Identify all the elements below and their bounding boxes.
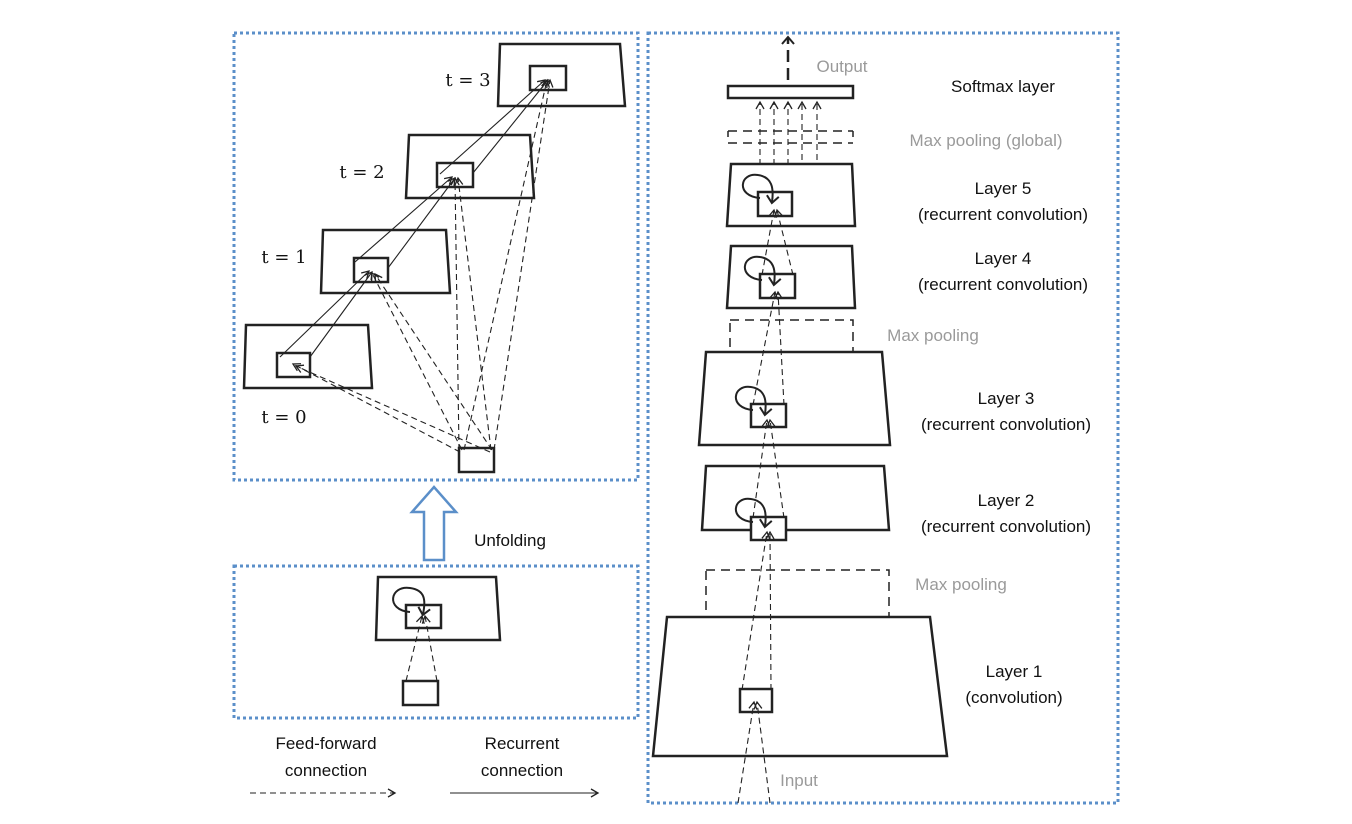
unfolding-label: Unfolding	[474, 531, 546, 550]
feedforward-connection	[374, 272, 493, 451]
unfolded-rcl: t = 3 t = 2 t = 1 t = 0	[242, 42, 627, 474]
feedforward-connection	[463, 78, 550, 451]
time-label-t2: t = 2	[339, 162, 384, 183]
layer2-unit	[749, 515, 788, 542]
layer5-title: Layer 5	[975, 179, 1032, 198]
input-label: Input	[780, 771, 818, 790]
layer4-title: Layer 4	[975, 249, 1032, 268]
layer1-subtitle: (convolution)	[965, 688, 1062, 707]
layer4-unit	[758, 272, 797, 300]
recurrent-loop	[392, 586, 431, 617]
layer2-subtitle: (recurrent convolution)	[921, 517, 1091, 536]
layer3-unit	[749, 402, 788, 429]
global-pool-label: Max pooling (global)	[909, 131, 1062, 150]
legend-recurrent-line1: Recurrent	[485, 734, 560, 753]
pooling-to-softmax-arrows	[755, 100, 822, 205]
layer5-subtitle: (recurrent convolution)	[918, 205, 1088, 224]
layer1-title: Layer 1	[986, 662, 1043, 681]
time-label-t3: t = 3	[445, 70, 490, 91]
feedforward-connection	[454, 176, 492, 451]
recurrent-connection	[354, 176, 453, 263]
layer2-title: Layer 2	[978, 491, 1035, 510]
feedforward-connections	[737, 208, 794, 804]
rcl-frame	[232, 564, 640, 720]
layer1-unit	[738, 687, 774, 714]
recurrent-connection	[279, 270, 370, 358]
softmax-label: Softmax layer	[951, 77, 1055, 96]
recurrent-connection	[309, 270, 373, 358]
legend-feedforward-line2: connection	[285, 761, 367, 780]
time-label-t0: t = 0	[261, 407, 306, 428]
recurrent-connection	[387, 176, 456, 269]
layer5-unit	[756, 190, 794, 218]
unfolding-arrow-icon	[409, 485, 459, 562]
layer3-title: Layer 3	[978, 389, 1035, 408]
feedforward-connection	[493, 78, 554, 451]
softmax-layer	[726, 84, 855, 100]
layer1	[651, 615, 949, 758]
unit-t2	[435, 161, 475, 189]
layer2	[700, 464, 891, 532]
time-label-t1: t = 1	[261, 247, 306, 268]
legend-feedforward-line1: Feed-forward	[275, 734, 376, 753]
layer3-subtitle: (recurrent convolution)	[921, 415, 1091, 434]
feedforward-connection	[450, 176, 460, 451]
feedforward-connection	[370, 271, 463, 451]
recurrent-connection	[472, 78, 549, 174]
rcnn-network: Output Softmax layer Max pooling (global…	[651, 35, 1091, 804]
input-unit	[457, 446, 496, 474]
layer3	[697, 350, 892, 447]
legend-recurrent-line2: connection	[481, 761, 563, 780]
pool2-label: Max pooling	[887, 326, 979, 345]
global-max-pooling	[727, 130, 854, 144]
rcl-input-unit	[401, 679, 440, 707]
network-frame	[646, 31, 1120, 805]
layer4-subtitle: (recurrent convolution)	[918, 275, 1088, 294]
unit-t1	[352, 256, 390, 284]
recurrent-connection	[439, 79, 546, 175]
legend: Feed-forward connection Recurrent connec…	[250, 734, 600, 798]
feedforward-connection	[294, 364, 491, 453]
folded-rcl	[374, 575, 502, 707]
unfolded-rcl-frame	[232, 31, 640, 482]
unit-t3	[528, 64, 568, 92]
feedforward-connection	[291, 363, 461, 453]
output-label: Output	[816, 57, 867, 76]
pool1-label: Max pooling	[915, 575, 1007, 594]
unit-t0	[275, 351, 312, 379]
